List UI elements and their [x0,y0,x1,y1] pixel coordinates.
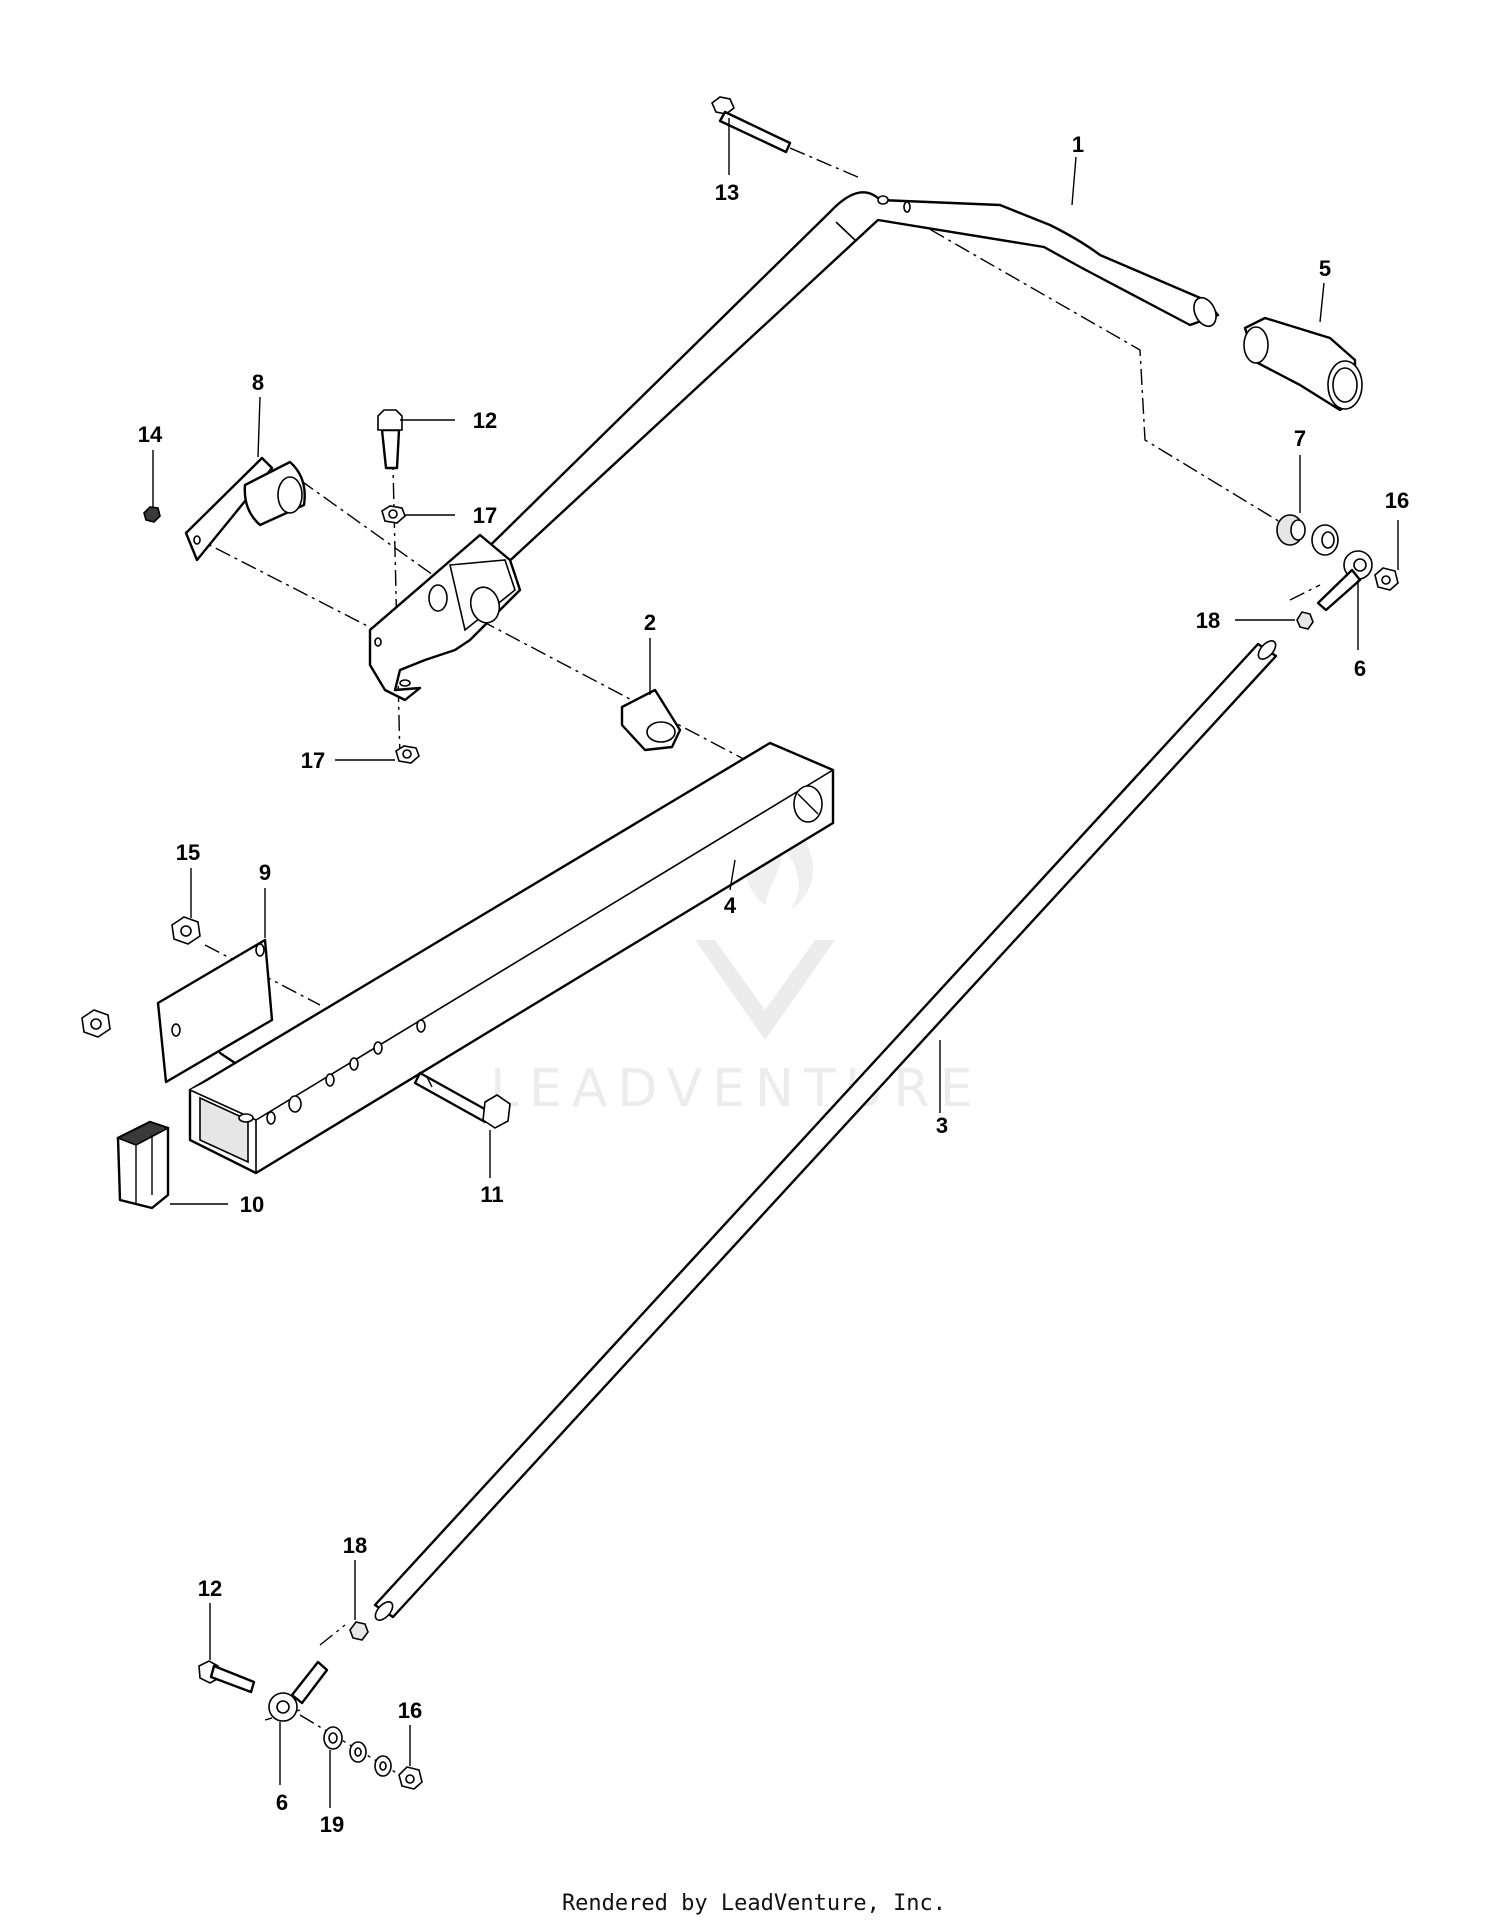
grip-part-5 [1243,316,1363,412]
tube-holes [266,1019,426,1125]
callout-12-lower: 12 [198,1576,222,1601]
washer-lower-stack [374,1755,392,1777]
rod-end-part-6-lower [268,1660,329,1722]
pivot-bracket [368,533,522,702]
bushing-part-2 [620,688,682,752]
callout-6-lower: 6 [276,1790,288,1815]
callout-4: 4 [724,893,737,918]
callout-7: 7 [1294,426,1306,451]
bolt-part-13 [711,96,792,154]
nut-loose [81,1009,111,1038]
lock-washer-lower [349,1741,367,1763]
bolt-part-12-lower [198,1660,256,1694]
rod-end-part-6-upper [1316,550,1373,612]
callout-6-upper: 6 [1354,656,1366,681]
callout-17-lower: 17 [301,748,325,773]
bolt-part-11 [413,1071,511,1129]
callout-16-lower: 16 [398,1698,422,1723]
callout-14: 14 [138,422,163,447]
callout-19: 19 [320,1812,344,1837]
nut-part-15 [171,916,201,945]
nut-part-17-upper [381,505,406,524]
callout-10: 10 [240,1192,264,1217]
nut-part-17-lower [395,745,420,764]
callout-18-upper: 18 [1196,608,1220,633]
callout-12-upper: 12 [473,408,497,433]
callout-13: 13 [715,180,739,205]
leader-lines [152,118,1399,1808]
callout-3: 3 [936,1113,948,1138]
callout-15: 15 [176,840,200,865]
callout-5: 5 [1319,256,1331,281]
assembly-lines [189,147,1321,1776]
jam-nut-part-18-lower [349,1621,369,1641]
callout-labels: 1 2 3 4 5 6 6 7 8 9 10 11 12 12 13 14 15… [138,132,1409,1837]
handle-part-1 [458,191,1220,594]
callout-2: 2 [644,610,656,635]
callout-18-lower: 18 [343,1533,367,1558]
footer-credit: Rendered by LeadVenture, Inc. [562,1891,946,1916]
end-cap-part-10 [116,1120,171,1210]
plate-part-9 [156,938,274,1084]
callout-1: 1 [1072,132,1084,157]
bolt-part-12-upper [377,409,403,470]
jam-nut-part-18-upper [1296,611,1314,630]
callout-17-upper: 17 [473,503,497,528]
nut-part-16-lower [398,1766,423,1790]
bracket-part-8 [184,456,306,562]
callout-9: 9 [259,860,271,885]
watermark-text: LEADVENTURE [490,1059,983,1119]
callout-8: 8 [252,370,264,395]
rod-part-3 [373,640,1278,1621]
nut-part-16-upper [1374,567,1399,591]
callout-16-upper: 16 [1385,488,1409,513]
nut-part-14 [143,506,161,523]
square-tube-part-4 [188,741,835,1175]
bushing-part-7 [1276,514,1306,546]
washer-right-stack [1311,524,1339,556]
washer-part-19 [323,1726,343,1750]
callout-11: 11 [480,1182,503,1207]
